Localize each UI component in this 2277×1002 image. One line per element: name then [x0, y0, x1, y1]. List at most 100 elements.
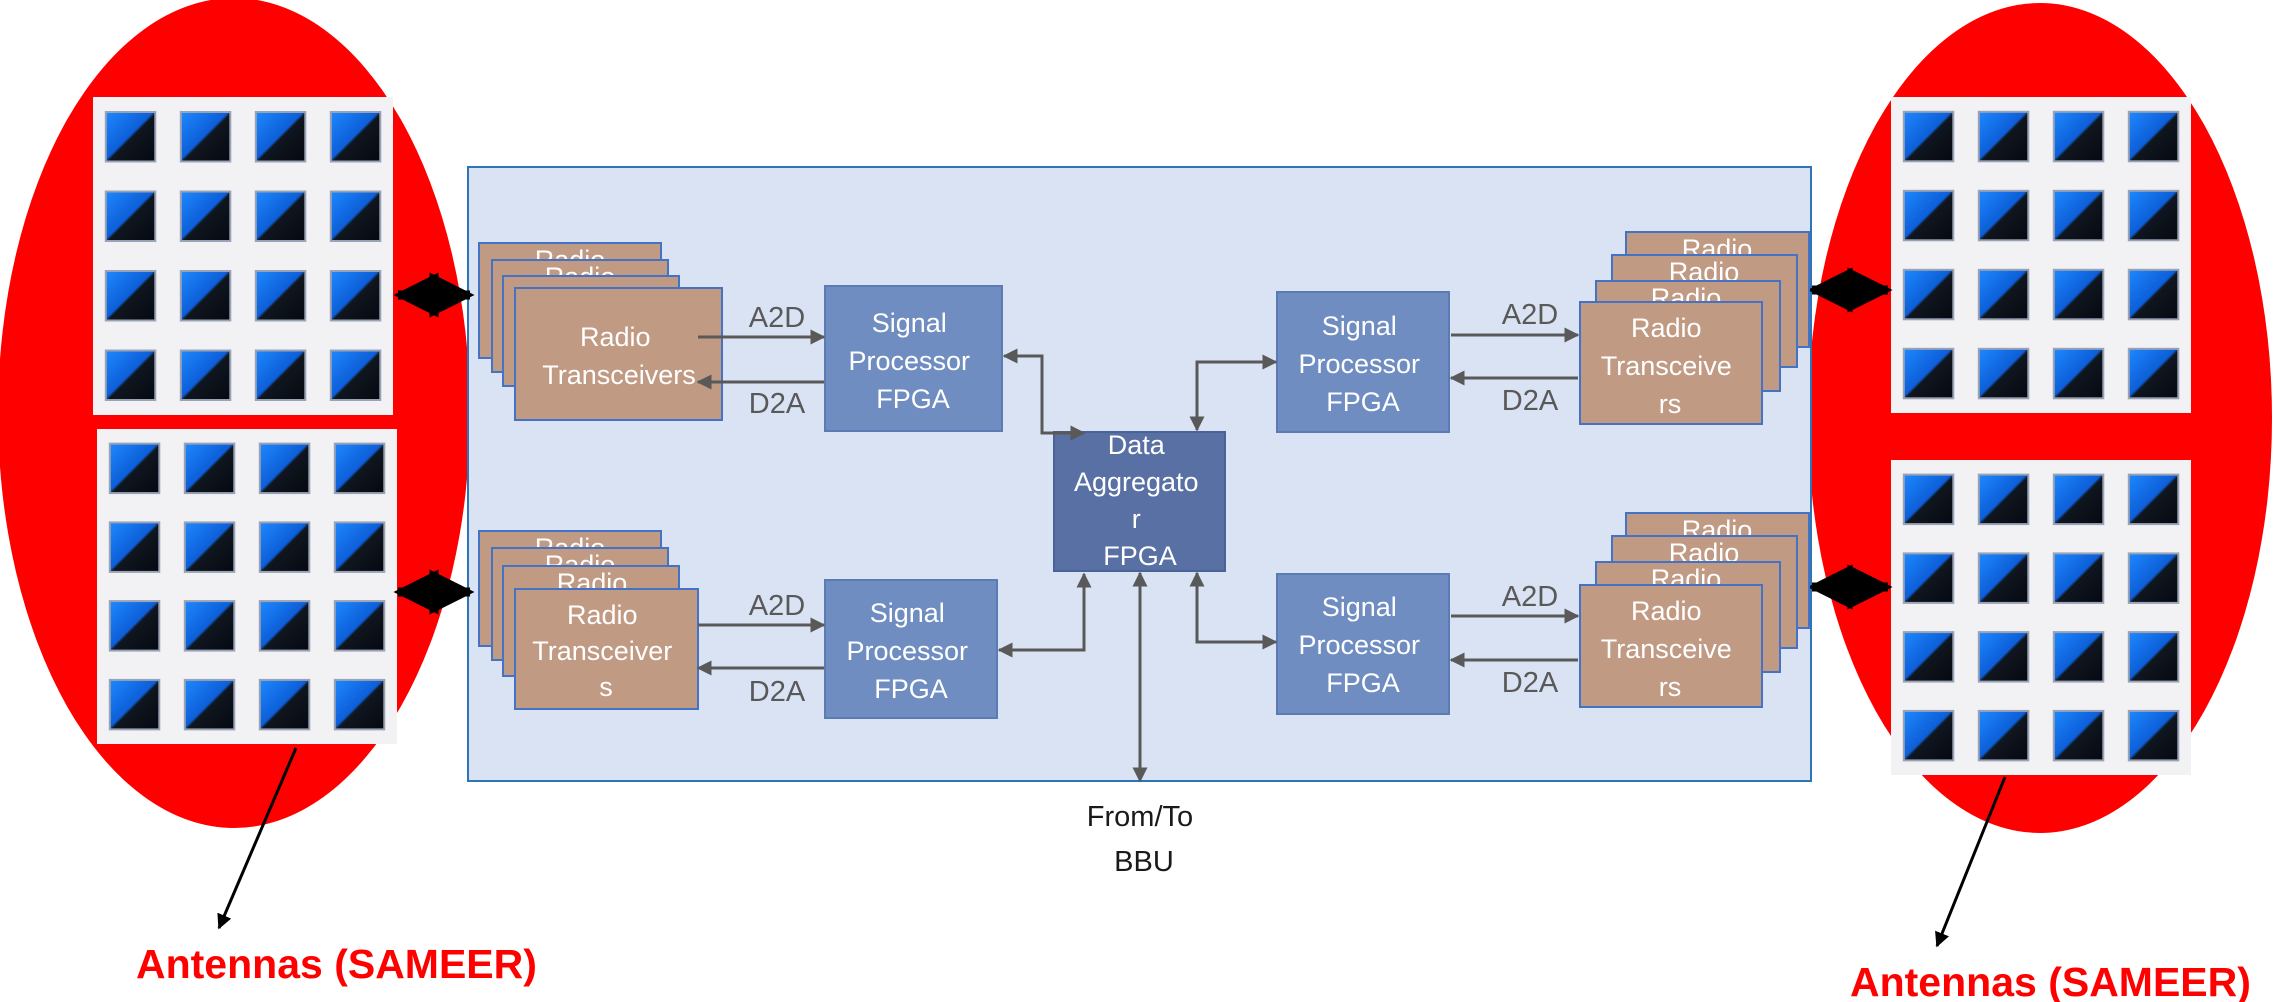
square-patch-antenna-icon — [1902, 189, 1955, 242]
square-patch-antenna-icon — [333, 678, 386, 731]
square-patch-antenna-icon — [2127, 189, 2180, 242]
square-patch-antenna-icon — [1977, 189, 2030, 242]
square-patch-antenna-icon — [104, 349, 157, 401]
square-patch-antenna-icon — [179, 270, 232, 322]
square-patch-antenna-icon — [183, 678, 236, 731]
a2d-label-top-left: A2D — [749, 302, 805, 334]
square-patch-antenna-icon — [179, 349, 232, 401]
square-patch-antenna-icon — [258, 600, 311, 652]
left-antenna-pointer — [217, 747, 298, 930]
square-patch-antenna-icon — [1902, 347, 1955, 400]
connector-top-right — [1189, 354, 1278, 432]
square-patch-antenna-icon — [179, 190, 232, 242]
a2d-label-bottom-left: A2D — [749, 590, 805, 622]
svg-text:Signal Processor F: Signal Processor FPGA — [848, 308, 977, 414]
square-patch-antenna-icon — [2052, 268, 2105, 321]
square-patch-antenna-icon — [333, 442, 386, 495]
aggregator-connectors — [997, 348, 1278, 783]
square-patch-antenna-icon — [104, 270, 157, 322]
square-patch-antenna-icon — [2052, 110, 2105, 163]
square-patch-antenna-icon — [1977, 347, 2030, 400]
transceiver-label-top-right: Radio Transceive rs — [1601, 313, 1740, 419]
square-patch-antenna-icon — [1977, 110, 2030, 163]
square-patch-antenna-icon — [2052, 631, 2105, 683]
square-patch-antenna-icon — [104, 111, 157, 163]
d2a-label-bottom-left: D2A — [749, 676, 806, 708]
square-patch-antenna-icon — [2052, 552, 2105, 604]
square-patch-antenna-icon — [254, 270, 307, 322]
svg-text:Signal Processor F: Signal Processor FPGA — [846, 598, 975, 704]
square-patch-antenna-icon — [108, 442, 161, 495]
square-patch-antenna-icon — [1902, 631, 1955, 683]
square-patch-antenna-icon — [2052, 473, 2105, 526]
right-top-antenna-grid — [1891, 97, 2191, 413]
square-patch-antenna-icon — [329, 111, 382, 163]
square-patch-antenna-icon — [258, 521, 311, 573]
square-patch-antenna-icon — [1902, 552, 1955, 604]
square-patch-antenna-icon — [1902, 110, 1955, 163]
square-patch-antenna-icon — [254, 349, 307, 401]
conversion-links — [696, 327, 1580, 676]
transceiver-stack-bottom-left: Radio Radio Radio Radio Transceiver s — [478, 530, 699, 710]
square-patch-antenna-icon — [258, 442, 311, 495]
square-patch-antenna-icon — [2127, 347, 2180, 400]
square-patch-antenna-icon — [333, 521, 386, 573]
transceiver-label-top-left: Radio Transceivers — [542, 322, 696, 390]
transceiver-label-bottom-left: Radio Transceiver s — [532, 600, 680, 702]
square-patch-antenna-icon — [2127, 709, 2180, 762]
right-antenna-pointer — [1935, 776, 2007, 948]
bbu-label: From/To BBU — [1087, 801, 1201, 878]
svg-text:Signal Processor F: Signal Processor FPGA — [1298, 592, 1427, 698]
square-patch-antenna-icon — [2127, 473, 2180, 526]
connector-bottom-left — [997, 572, 1092, 658]
signal-processor-bottom-left: Signal Processor FPGA — [824, 579, 998, 719]
square-patch-antenna-icon — [183, 521, 236, 573]
square-patch-antenna-icon — [1977, 631, 2030, 683]
square-patch-antenna-icon — [108, 521, 161, 573]
a2d-label-top-right: A2D — [1502, 299, 1558, 331]
square-patch-antenna-icon — [2052, 189, 2105, 242]
square-patch-antenna-icon — [108, 678, 161, 731]
connector-bottom-right — [1189, 571, 1278, 650]
left-bottom-antenna-grid — [97, 429, 397, 744]
square-patch-antenna-icon — [2052, 347, 2105, 400]
square-patch-antenna-icon — [329, 349, 382, 401]
square-patch-antenna-icon — [1977, 709, 2030, 762]
left-top-antenna-grid — [93, 97, 393, 415]
transceiver-stack-top-right: Radio Radio Radio Radio Transceive rs — [1579, 231, 1810, 425]
square-patch-antenna-icon — [2127, 552, 2180, 604]
square-patch-antenna-icon — [329, 190, 382, 242]
antenna-link-arrows — [393, 267, 1893, 615]
data-aggregator-fpga: Data Aggregato r FPGA — [1053, 430, 1226, 572]
square-patch-antenna-icon — [1902, 268, 1955, 321]
transceiver-label-bottom-right: Radio Transceive rs — [1601, 596, 1740, 702]
square-patch-antenna-icon — [108, 600, 161, 652]
square-patch-antenna-icon — [254, 190, 307, 242]
square-patch-antenna-icon — [1977, 473, 2030, 526]
square-patch-antenna-icon — [1977, 552, 2030, 604]
right-bottom-antenna-grid — [1891, 460, 2191, 775]
square-patch-antenna-icon — [104, 190, 157, 242]
antenna-label-left: Antennas (SAMEER) — [136, 941, 537, 987]
square-patch-antenna-icon — [1977, 268, 2030, 321]
antenna-pointers — [217, 747, 2007, 948]
d2a-label-bottom-right: D2A — [1502, 667, 1559, 699]
d2a-label-top-left: D2A — [749, 388, 806, 420]
conversion-labels: A2D D2A A2D D2A A2D D2A A2D D2A — [749, 299, 1559, 708]
square-patch-antenna-icon — [254, 111, 307, 163]
square-patch-antenna-icon — [2127, 110, 2180, 163]
svg-text:Signal Processor F: Signal Processor FPGA — [1298, 311, 1427, 417]
square-patch-antenna-icon — [333, 600, 386, 652]
svg-text:Data Aggregato r: Data Aggregato r FPGA — [1074, 430, 1206, 571]
square-patch-antenna-icon — [2052, 709, 2105, 762]
square-patch-antenna-icon — [2127, 268, 2180, 321]
square-patch-antenna-icon — [183, 442, 236, 495]
signal-processor-bottom-right: Signal Processor FPGA — [1276, 573, 1450, 715]
d2a-label-top-right: D2A — [1502, 385, 1559, 417]
square-patch-antenna-icon — [329, 270, 382, 322]
signal-processor-top-right: Signal Processor FPGA — [1276, 291, 1450, 433]
antenna-label-right: Antennas (SAMEER) — [1850, 959, 2251, 1002]
square-patch-antenna-icon — [179, 111, 232, 163]
square-patch-antenna-icon — [183, 600, 236, 652]
